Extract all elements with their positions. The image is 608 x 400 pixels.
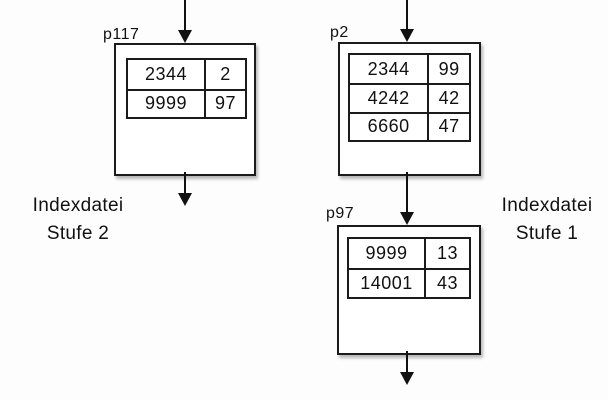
table-cell-key: 9999 (128, 88, 205, 118)
node-label-p97: p97 (326, 205, 355, 222)
caption-line: Indexdatei (501, 195, 593, 216)
arrowhead-out-of-p117-icon (178, 193, 192, 206)
table-cell-pointer: 43 (424, 268, 469, 297)
arrowhead-into-p2-icon (400, 29, 414, 42)
caption-line: Indexdatei (32, 195, 124, 216)
node-label-p2: p2 (330, 24, 349, 41)
node-table-p2: 2344 99 4242 42 6660 47 (348, 53, 471, 142)
caption-line: Stufe 2 (46, 223, 110, 244)
table-cell-pointer: 97 (204, 88, 245, 117)
arrow-line-into-p117 (184, 0, 186, 31)
node-box-p117: 2344 2 9999 97 (114, 43, 256, 176)
connector-line-p2-to-p97 (406, 172, 408, 213)
table-cell-pointer: 42 (427, 83, 469, 112)
table-cell-pointer: 2 (204, 60, 245, 89)
table-cell-key: 9999 (365, 243, 408, 263)
caption-line: Stufe 1 (515, 223, 579, 244)
arrowhead-out-of-p97-icon (400, 372, 414, 385)
arrow-line-into-p2 (406, 0, 408, 30)
node-box-p2: 2344 99 4242 42 6660 47 (338, 42, 481, 176)
table-cell-pointer: 99 (427, 55, 469, 84)
node-table-p117: 2344 2 9999 97 (126, 58, 247, 119)
table-cell-pointer: 47 (427, 111, 469, 140)
arrow-line-out-of-p97 (406, 351, 408, 373)
node-label-p117: p117 (103, 26, 140, 43)
arrow-line-out-of-p117 (184, 172, 186, 194)
table-cell-key: 2344 (145, 63, 188, 84)
table-cell-key: 2344 (367, 58, 410, 79)
node-table-p97: 9999 13 14001 43 (347, 237, 471, 299)
table-cell-key: 14001 (349, 268, 424, 297)
table-cell-key: 4242 (350, 83, 428, 111)
table-cell-pointer: 13 (424, 239, 469, 268)
node-box-p97: 9999 13 14001 43 (337, 225, 481, 355)
table-cell-key: 6660 (350, 111, 428, 140)
caption-indexdatei-stufe-2: Indexdatei Stufe 2 (8, 192, 148, 248)
arrowhead-into-p97-icon (400, 212, 414, 225)
arrowhead-into-p117-icon (178, 30, 192, 43)
caption-indexdatei-stufe-1: Indexdatei Stufe 1 (487, 192, 607, 248)
